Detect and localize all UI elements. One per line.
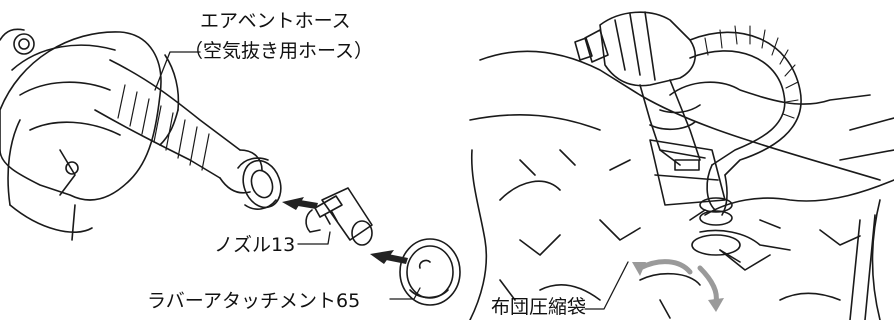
insert-arrow-1 — [282, 197, 318, 210]
airflow-arrowheads — [632, 262, 724, 312]
label-nozzle-13: ノズル13 — [214, 234, 296, 256]
label-rubber-attachment-65: ラバーアタッチメント65 — [147, 290, 361, 312]
hose-end-fitting — [237, 157, 282, 210]
air-vent-hose — [94, 54, 263, 194]
cordless-tool-body — [0, 28, 162, 241]
hose-right — [689, 25, 802, 256]
rubber-attachment-65 — [399, 238, 461, 306]
hands — [649, 81, 894, 263]
insert-arrow-2 — [370, 250, 408, 264]
futon-bag — [469, 50, 881, 321]
nozzle-13 — [305, 187, 373, 246]
label-futon-bag: 布団圧縮袋 — [491, 296, 587, 318]
airflow-arrows — [637, 259, 719, 305]
label-air-vent-hose-note: （空気抜き用ホース） — [184, 40, 374, 62]
label-air-vent-hose: エアベントホース — [200, 10, 351, 32]
callout-leaders — [154, 51, 629, 310]
tool-right — [574, 11, 726, 206]
